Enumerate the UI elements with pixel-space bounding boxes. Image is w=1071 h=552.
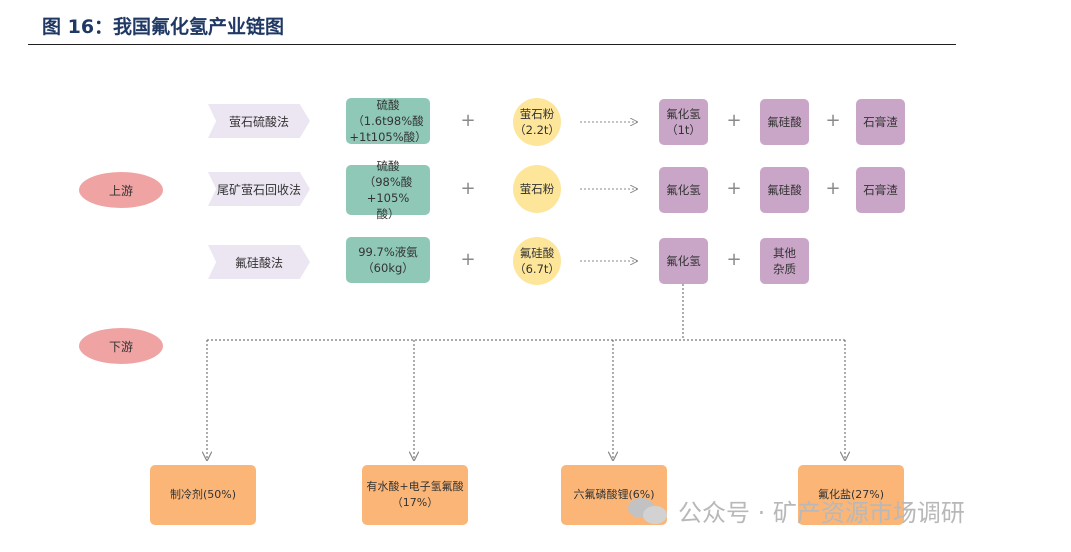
wechat-icon <box>628 496 670 526</box>
downstream-hydrofluoric-acid: 有水酸+电子氢氟酸 （17%） <box>362 465 468 525</box>
stage-downstream: 下游 <box>79 328 163 364</box>
plus-sign: + <box>460 249 476 270</box>
row3-material-circle: 氟硅酸 （6.7t） <box>513 237 561 285</box>
row2-acid-box: 硫酸 （98%酸+105% 酸） <box>346 159 430 221</box>
row1-acid-box: 硫酸 （1.6t98%酸 +1t105%酸） <box>346 98 430 144</box>
stage-upstream: 上游 <box>79 172 163 208</box>
row2-product-hf: 氟化氢 <box>659 167 708 213</box>
downstream-fluoride-salt: 氟化盐(27%) <box>798 465 904 525</box>
row2-material-circle: 萤石粉 <box>513 165 561 213</box>
row3-product-impurities: 其他 杂质 <box>760 238 809 284</box>
figure-title: 图 16：我国氟化氢产业链图 <box>42 16 285 38</box>
row2-product-fluorosilicic: 氟硅酸 <box>760 167 809 213</box>
process-fluorite-sulfuric: 萤石硫酸法 <box>208 104 310 138</box>
plus-sign: + <box>460 178 476 199</box>
row2-product-gypsum: 石膏渣 <box>856 167 905 213</box>
plus-sign: + <box>460 110 476 131</box>
row3-ammonia-box: 99.7%液氨 （60kg） <box>346 237 430 283</box>
downstream-refrigerant: 制冷剂(50%) <box>150 465 256 525</box>
row1-product-hf: 氟化氢 （1t） <box>659 99 708 145</box>
title-underline <box>28 44 956 45</box>
plus-sign: + <box>726 110 742 131</box>
row1-product-gypsum: 石膏渣 <box>856 99 905 145</box>
plus-sign: + <box>825 110 841 131</box>
row3-product-hf: 氟化氢 <box>659 238 708 284</box>
watermark: 公众号 · 矿产资源市场调研 <box>628 493 965 528</box>
plus-sign: + <box>726 178 742 199</box>
row1-product-fluorosilicic: 氟硅酸 <box>760 99 809 145</box>
process-tailings-recovery: 尾矿萤石回收法 <box>208 172 310 206</box>
process-fluorosilicic: 氟硅酸法 <box>208 245 310 279</box>
row1-material-circle: 萤石粉 （2.2t） <box>513 98 561 146</box>
plus-sign: + <box>726 249 742 270</box>
watermark-text: 公众号 · 矿产资源市场调研 <box>678 499 965 527</box>
plus-sign: + <box>825 178 841 199</box>
